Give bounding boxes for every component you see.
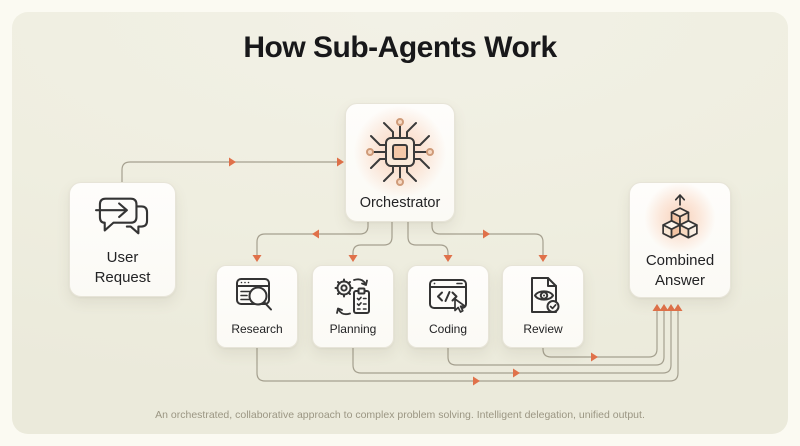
arrowhead-down — [252, 255, 262, 262]
arrowhead-right — [473, 376, 480, 386]
arrowhead-right — [337, 157, 344, 167]
browser-code-icon — [425, 275, 471, 317]
arrowhead-up — [673, 304, 683, 311]
connector-coding-to-combined — [447, 311, 665, 366]
node-review: Review — [502, 265, 584, 348]
arrowhead-down — [348, 255, 358, 262]
connector-user-to-orchestrator — [121, 161, 340, 182]
connector-orchestrator-to-review — [431, 222, 544, 256]
browser-search-icon — [234, 275, 280, 317]
stacked-cubes-arrow-icon — [642, 181, 718, 254]
connector-research-to-combined — [256, 311, 679, 382]
node-user-request: User Request — [69, 182, 176, 297]
gear-clipboard-icon — [330, 275, 376, 317]
arrowhead-up — [666, 304, 676, 311]
arrowhead-right — [591, 352, 598, 362]
node-combined-answer: Combined Answer — [629, 181, 731, 298]
node-label: Planning — [329, 322, 377, 337]
arrowhead-right — [513, 368, 520, 378]
connector-planning-to-combined — [352, 311, 672, 374]
node-label: Research — [231, 322, 283, 337]
connector-orchestrator-to-research — [256, 222, 369, 256]
node-label-line2: Answer — [654, 271, 706, 289]
node-label-line2: Request — [94, 269, 151, 286]
arrowhead-up — [659, 304, 669, 311]
connector-orchestrator-to-planning — [352, 222, 393, 256]
page-title: How Sub-Agents Work — [243, 31, 557, 64]
node-label: Review — [523, 322, 563, 337]
document-eye-check-icon — [520, 275, 566, 317]
arrowhead-down — [538, 255, 548, 262]
cpu-chip-icon — [352, 103, 448, 200]
node-label: Coding — [428, 322, 468, 337]
arrowhead-right — [229, 157, 236, 167]
arrowhead-down — [443, 255, 453, 262]
node-label-line1: Combined — [645, 251, 715, 269]
connector-orchestrator-to-coding — [407, 222, 449, 256]
node-orchestrator: Orchestrator — [345, 103, 455, 222]
arrowhead-right — [483, 229, 490, 239]
chat-arrow-icon — [94, 191, 152, 241]
arrowhead-up — [652, 304, 662, 311]
node-label-line1: User — [106, 249, 139, 267]
node-research: Research — [216, 265, 298, 348]
connector-review-to-combined — [542, 311, 658, 358]
arrowhead-left — [312, 229, 319, 239]
node-coding: Coding — [407, 265, 489, 348]
subtitle-caption: An orchestrated, collaborative approach … — [155, 409, 645, 421]
node-planning: Planning — [312, 265, 394, 348]
